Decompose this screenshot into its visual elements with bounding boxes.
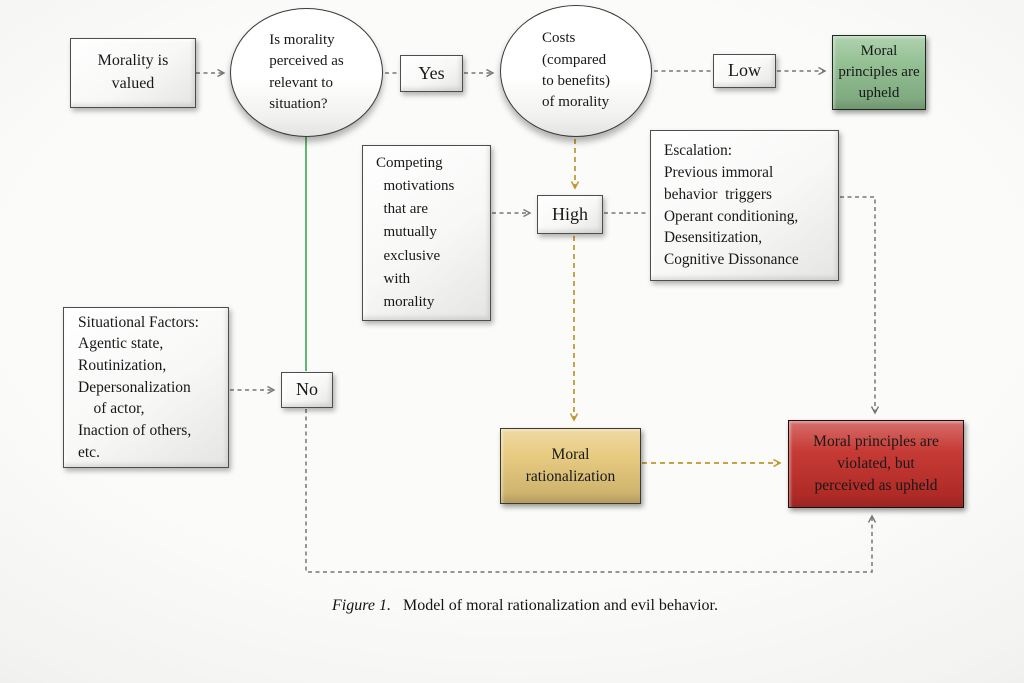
node-yes: Yes xyxy=(400,55,463,92)
node-costs: Costs (compared to benefits) of morality xyxy=(500,5,652,137)
figure-caption: Figure 1. Model of moral rationalization … xyxy=(245,597,805,615)
connector-no-to-violated xyxy=(305,409,877,573)
node-morality-valued: Morality is valued xyxy=(70,38,196,108)
figure-caption-label: Figure 1. xyxy=(332,597,391,614)
node-situational-factors: Situational Factors: Agentic state, Rout… xyxy=(63,307,229,468)
node-competing-motivations: Competing motivations that are mutually … xyxy=(362,145,491,321)
connector-escalation-to-violated xyxy=(840,196,880,415)
node-principles-violated: Moral principles are violated, but perce… xyxy=(788,420,964,508)
node-escalation: Escalation: Previous immoral behavior tr… xyxy=(650,130,839,281)
node-high: High xyxy=(537,195,603,234)
node-principles-upheld: Moral principles are upheld xyxy=(832,35,926,110)
figure-caption-text: Model of moral rationalization and evil … xyxy=(402,597,718,614)
gold-connectors xyxy=(569,139,782,468)
node-relevance-question: Is morality perceived as relevant to sit… xyxy=(230,8,383,137)
gray-connectors xyxy=(196,66,880,573)
node-low: Low xyxy=(713,54,776,88)
node-no: No xyxy=(281,372,333,408)
node-moral-rationalization: Moral rationalization xyxy=(500,428,641,504)
